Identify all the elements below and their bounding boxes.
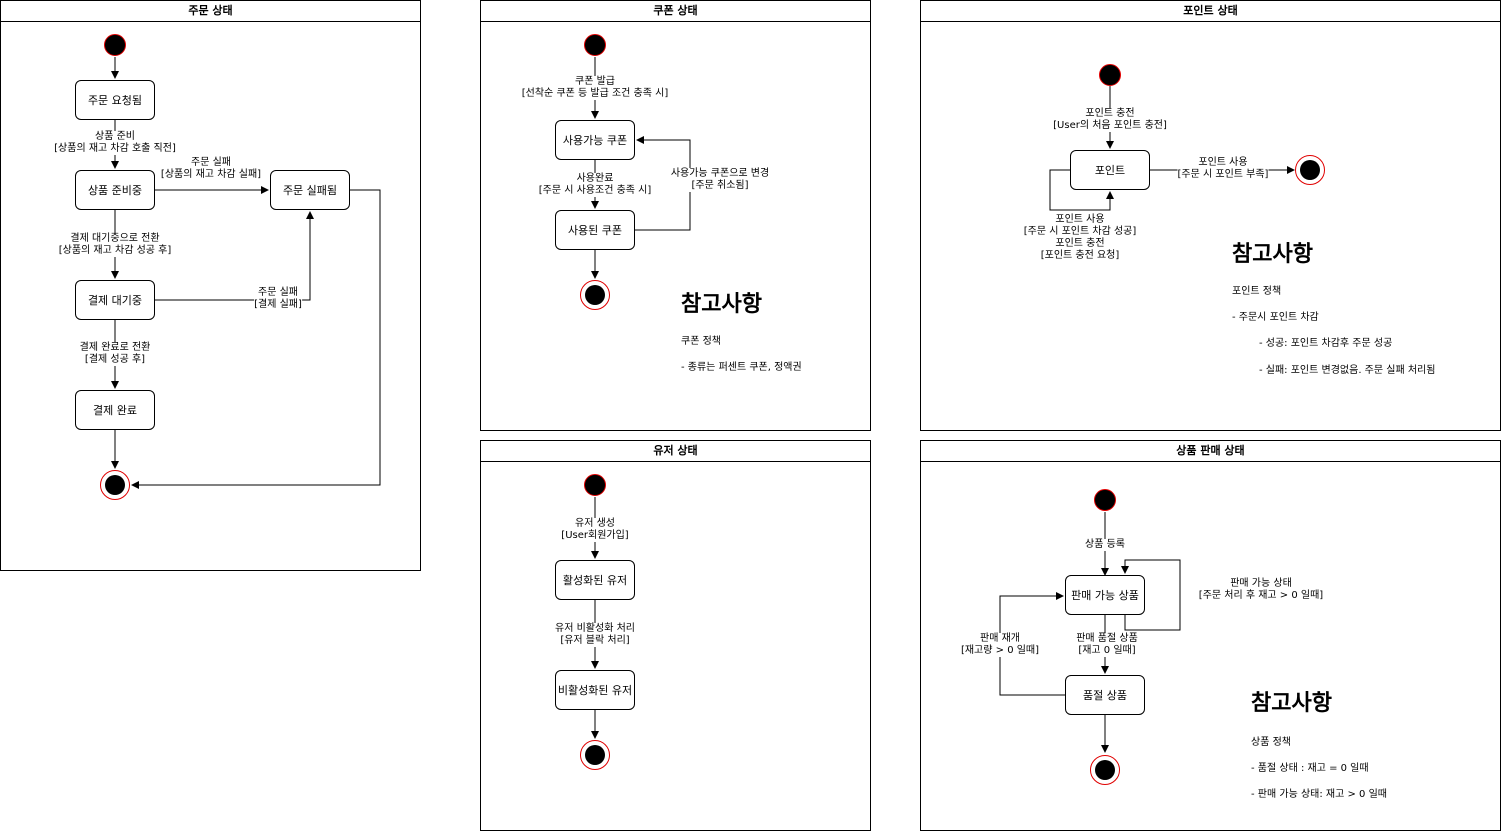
final-node <box>1090 755 1120 785</box>
note-line: 쿠폰 정책 <box>681 336 721 347</box>
transition-label: 판매 재개 [재고량 > 0 일때] <box>960 633 1040 657</box>
initial-node <box>584 34 606 56</box>
panel-title: 쿠폰 상태 <box>481 1 870 22</box>
transition-guard: [상품의 재고 차감 호출 직전] <box>54 143 176 154</box>
transition-event: 포인트 충전 <box>1085 108 1135 119</box>
note-line: - 품절 상태 : 재고 = 0 일때 <box>1251 763 1369 774</box>
transition-guard: [포인트 충전 요청] <box>1040 250 1120 261</box>
transition-label: 사용가능 쿠폰으로 변경 [주문 취소됨] <box>670 168 770 192</box>
transition-guard: [주문 시 사용조건 충족 시] <box>538 185 652 196</box>
transition-label: 사용완료 [주문 시 사용조건 충족 시] <box>538 173 652 197</box>
transition-label: 유저 생성 [User회원가입] <box>561 518 629 542</box>
transition-label: 포인트 사용 [주문 시 포인트 부족] <box>1177 157 1269 181</box>
transition-label: 주문 실패 [상품의 재고 차감 실패] <box>160 157 262 181</box>
initial-node <box>1099 64 1121 86</box>
coupon-state-panel: 쿠폰 상태 <box>480 0 871 431</box>
transition-label: 쿠폰 발급 [선착순 쿠폰 등 발급 조건 충족 시] <box>521 76 669 100</box>
state-user-active: 활성화된 유저 <box>555 560 635 600</box>
transition-guard: [유저 블락 처리] <box>560 635 630 646</box>
note-line: - 실패: 포인트 변경없음. 주문 실패 처리됨 <box>1259 365 1436 376</box>
panel-title: 상품 판매 상태 <box>921 441 1500 462</box>
transition-event: 판매 재개 <box>980 633 1020 644</box>
transition-event: 주문 실패 <box>191 157 231 168</box>
transition-guard: [주문 처리 후 재고 > 0 일때] <box>1198 590 1324 601</box>
final-node <box>1295 155 1325 185</box>
transition-label: 결제 대기중으로 전환 [상품의 재고 차감 성공 후] <box>58 233 172 257</box>
state-payment-done: 결제 완료 <box>75 390 155 430</box>
transition-guard: [주문 시 포인트 부족] <box>1177 169 1269 180</box>
note-line: - 판매 가능 상태: 재고 > 0 일때 <box>1251 789 1387 800</box>
state-payment-waiting: 결제 대기중 <box>75 280 155 320</box>
panel-title: 유저 상태 <box>481 441 870 462</box>
final-node <box>100 470 130 500</box>
order-state-panel: 주문 상태 <box>0 0 421 571</box>
transition-label: 상품 등록 <box>1085 539 1125 551</box>
transition-label: 상품 준비 [상품의 재고 차감 호출 직전] <box>54 131 176 155</box>
initial-node <box>104 34 126 56</box>
transition-label: 포인트 사용 [주문 시 포인트 차감 성공] 포인트 충전 [포인트 충전 요… <box>1023 214 1137 262</box>
state-coupon-used: 사용된 쿠폰 <box>555 210 635 250</box>
note-line: 포인트 정책 <box>1232 286 1282 297</box>
transition-event: 유저 생성 <box>575 518 615 529</box>
state-product-preparing: 상품 준비중 <box>75 170 155 210</box>
transition-label: 판매 품절 상품 [재고 0 일때] <box>1076 633 1138 657</box>
note-title: 참고사항 <box>681 292 762 317</box>
state-coupon-available: 사용가능 쿠폰 <box>555 120 635 160</box>
transition-event: 상품 준비 <box>95 131 135 142</box>
transition-event: 주문 실패 <box>258 287 298 298</box>
initial-node <box>1094 489 1116 511</box>
transition-event: 포인트 사용 <box>1198 157 1248 168</box>
transition-guard: [결제 성공 후] <box>84 354 146 365</box>
note-line: - 성공: 포인트 차감후 주문 성공 <box>1259 338 1393 349</box>
state-point: 포인트 <box>1070 150 1150 190</box>
transition-guard: [결제 실패] <box>254 299 302 310</box>
transition-guard: [User의 처음 포인트 충전] <box>1053 120 1167 131</box>
state-product-soldout: 품절 상품 <box>1065 675 1145 715</box>
transition-event: 사용완료 <box>576 173 614 184</box>
transition-label: 판매 가능 상태 [주문 처리 후 재고 > 0 일때] <box>1198 578 1324 602</box>
final-node <box>580 740 610 770</box>
transition-event: 결제 대기중으로 전환 <box>70 233 160 244</box>
transition-event: 포인트 충전 <box>1055 238 1105 249</box>
transition-guard: [상품의 재고 차감 성공 후] <box>58 245 172 256</box>
transition-event: 유저 비활성화 처리 <box>555 623 635 634</box>
transition-label: 주문 실패 [결제 실패] <box>254 287 302 311</box>
transition-label: 포인트 충전 [User의 처음 포인트 충전] <box>1053 108 1167 132</box>
final-node <box>580 280 610 310</box>
panel-title: 포인트 상태 <box>921 1 1500 22</box>
state-user-inactive: 비활성화된 유저 <box>555 670 635 710</box>
transition-guard: [User회원가입] <box>561 530 629 541</box>
initial-node <box>584 474 606 496</box>
transition-guard: [주문 취소됨] <box>691 180 749 191</box>
transition-event: 사용가능 쿠폰으로 변경 <box>670 168 770 179</box>
transition-guard: [재고 0 일때] <box>1078 645 1136 656</box>
note-title: 참고사항 <box>1232 242 1313 267</box>
transition-event: 판매 품절 상품 <box>1076 633 1138 644</box>
transition-event: 결제 완료로 전환 <box>79 342 151 353</box>
transition-event: 판매 가능 상태 <box>1230 578 1292 589</box>
note-line: 상품 정책 <box>1251 737 1291 748</box>
transition-guard: [선착순 쿠폰 등 발급 조건 충족 시] <box>521 88 669 99</box>
transition-guard: [상품의 재고 차감 실패] <box>160 169 262 180</box>
transition-label: 결제 완료로 전환 [결제 성공 후] <box>79 342 151 366</box>
transition-label: 유저 비활성화 처리 [유저 블락 처리] <box>555 623 635 647</box>
panel-title: 주문 상태 <box>1 1 420 22</box>
state-order-failed: 주문 실패됨 <box>270 170 350 210</box>
transition-guard: [재고량 > 0 일때] <box>960 645 1040 656</box>
note-title: 참고사항 <box>1251 691 1332 716</box>
transition-event: 쿠폰 발급 <box>575 76 615 87</box>
state-product-available: 판매 가능 상품 <box>1065 575 1145 615</box>
note-line: - 종류는 퍼센트 쿠폰, 정액권 <box>681 362 802 373</box>
state-order-requested: 주문 요청됨 <box>75 80 155 120</box>
transition-event: 상품 등록 <box>1085 539 1125 550</box>
point-state-panel: 포인트 상태 <box>920 0 1501 431</box>
note-line: - 주문시 포인트 차감 <box>1232 312 1319 323</box>
transition-guard: [주문 시 포인트 차감 성공] <box>1023 226 1137 237</box>
transition-event: 포인트 사용 <box>1055 214 1105 225</box>
